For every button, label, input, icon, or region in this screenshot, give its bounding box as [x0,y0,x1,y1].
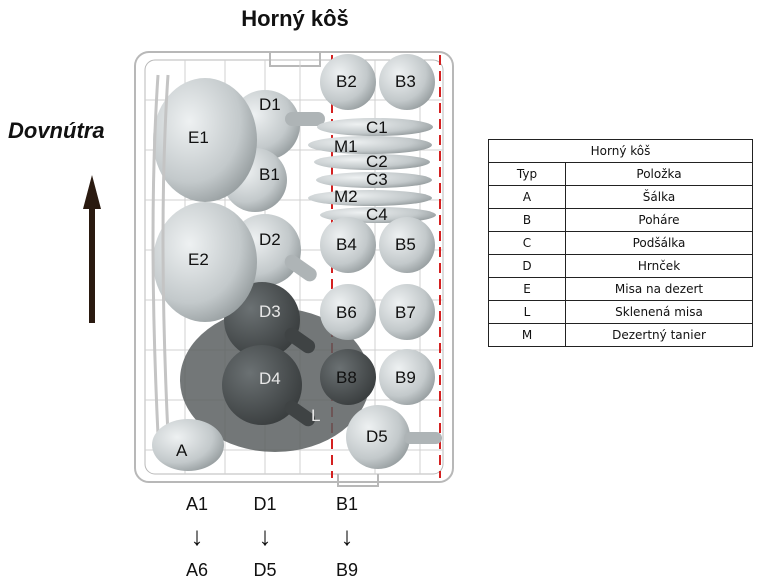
inward-arrow-icon [83,175,101,323]
cup-rack [151,74,170,436]
sequence-b: B1 ↓ B9 [327,494,367,581]
table-row: C Podšálka [488,231,753,255]
label-D3: D3 [259,302,281,321]
sequence-d-end: D5 [253,560,277,580]
label-C4: C4 [366,205,388,224]
label-D4: D4 [259,369,281,388]
mug [222,345,302,425]
dessert-bowl [153,202,257,322]
legend-type: E [488,277,566,301]
inward-direction-label: Dovnútra [8,118,105,143]
label-D2: D2 [259,230,281,249]
legend-item: Misa na dezert [565,277,753,301]
label-L: L [311,406,320,425]
arrow-down-icon: ↓ [258,521,272,551]
mug-handle [284,254,317,282]
legend-type: L [488,300,566,324]
sequence-b-start: B1 [335,494,359,514]
dessert-bowl [153,78,257,202]
glass [379,54,435,110]
table-row: L Sklenená misa [488,300,753,324]
glass [379,217,435,273]
mug-handle [284,327,316,354]
legend-item: Šálka [565,185,753,209]
saucer [316,172,432,188]
legend-type: M [488,323,566,347]
legend-table: Horný kôš Typ Položka A Šálka B Poháre C… [488,139,753,347]
table-row: E Misa na dezert [488,277,753,301]
label-C2: C2 [366,152,388,171]
legend-type: C [488,231,566,255]
page-title: Horný kôš [241,6,349,31]
sequence-a-end: A6 [185,560,209,580]
legend-header-type: Typ [488,162,566,186]
legend-title: Horný kôš [488,139,753,163]
glass [320,284,376,340]
legend-item: Podšálka [565,231,753,255]
sequence-a-start: A1 [185,494,209,514]
legend-item: Dezertný tanier [565,323,753,347]
table-row: D Hrnček [488,254,753,278]
label-M2: M2 [334,187,358,206]
dessert-plate [308,136,432,154]
label-M1: M1 [334,137,358,156]
legend-type: D [488,254,566,278]
table-row: A Šálka [488,185,753,209]
arrow-down-icon: ↓ [190,521,204,551]
label-B7: B7 [395,303,416,322]
saucer [317,118,433,136]
glass [379,284,435,340]
label-B8: B8 [336,368,357,387]
mug [346,405,410,469]
sequence-b-end: B9 [335,560,359,580]
label-B9: B9 [395,368,416,387]
cup [152,419,224,471]
label-D5: D5 [366,427,388,446]
mug-handle [285,112,325,126]
label-B6: B6 [336,303,357,322]
label-B2: B2 [336,72,357,91]
table-row: B Poháre [488,208,753,232]
label-D1: D1 [259,95,281,114]
sequence-d: D1 ↓ D5 [245,494,285,581]
legend-item: Poháre [565,208,753,232]
arrow-down-icon: ↓ [340,521,354,551]
table-row: M Dezertný tanier [488,323,753,347]
mug-handle [404,432,442,444]
glass [320,217,376,273]
label-E1: E1 [188,128,209,147]
label-C3: C3 [366,170,388,189]
mug-handle [284,400,316,427]
glass [320,349,376,405]
label-B3: B3 [395,72,416,91]
basket-diagram: E1 E2 D1 B1 D2 D3 D4 B2 B3 C1 M1 C2 C3 M… [134,51,454,487]
label-E2: E2 [188,250,209,269]
legend-header-item: Položka [565,162,753,186]
legend-type: A [488,185,566,209]
glass [379,349,435,405]
glass [320,54,376,110]
basket-frame [134,51,454,487]
label-B1: B1 [259,165,280,184]
label-C1: C1 [366,118,388,137]
sequence-d-start: D1 [253,494,277,514]
legend-item: Sklenená misa [565,300,753,324]
legend-item: Hrnček [565,254,753,278]
label-B5: B5 [395,235,416,254]
legend-type: B [488,208,566,232]
saucer [314,154,430,170]
label-B4: B4 [336,235,357,254]
label-A: A [176,441,188,460]
dessert-plate [308,190,432,206]
sequence-a: A1 ↓ A6 [177,494,217,581]
